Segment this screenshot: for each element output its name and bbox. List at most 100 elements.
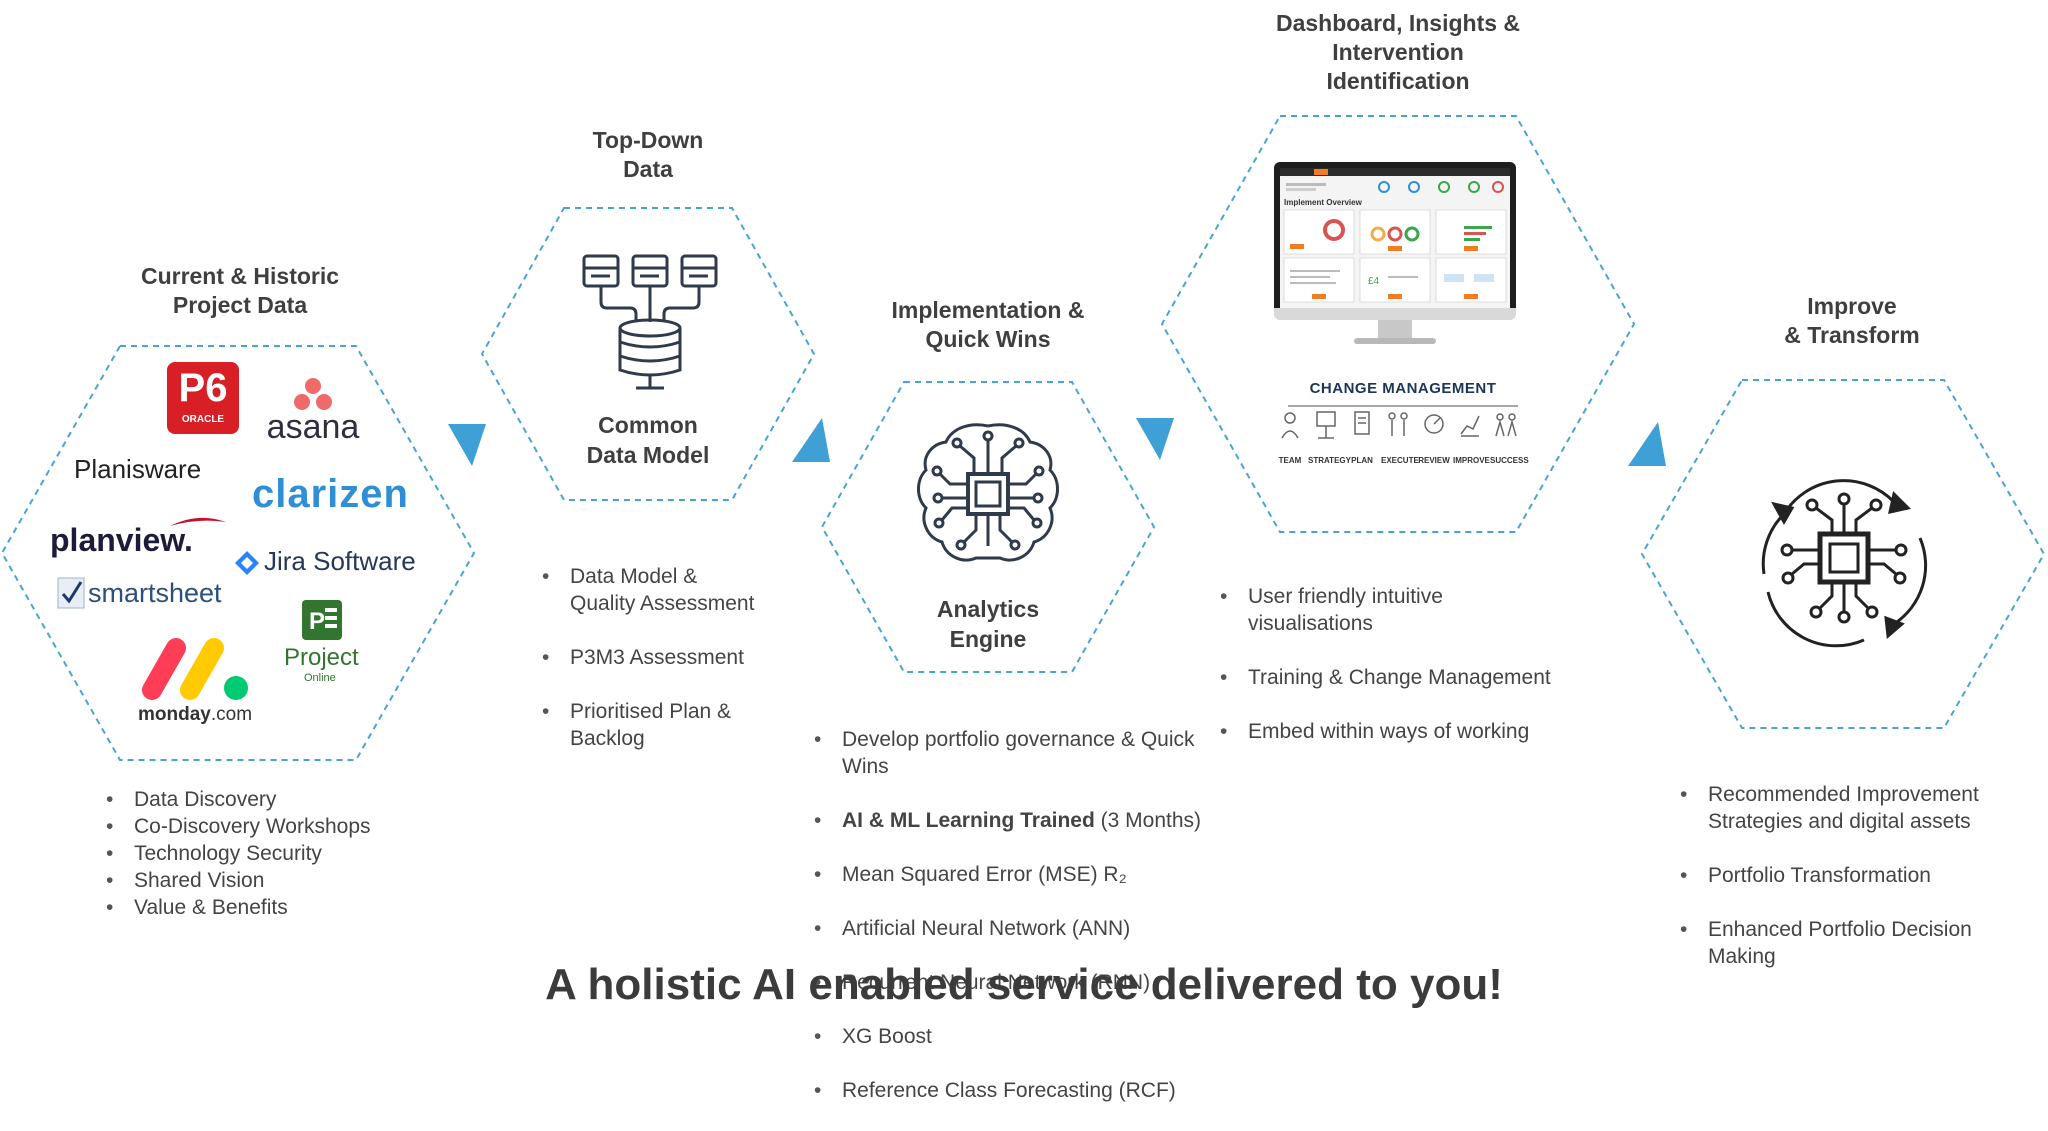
stage5-title: Improve & Transform xyxy=(1752,292,1952,350)
flow-arrow-2-icon xyxy=(792,418,830,462)
stage5-bullet: Portfolio Transformation xyxy=(1678,862,1979,889)
monitor-topbar-accent xyxy=(1314,169,1328,175)
change-step-label: TEAM xyxy=(1278,456,1302,465)
stage2-bullet: Prioritised Plan & Backlog xyxy=(540,698,754,752)
change-steps-icons xyxy=(1281,405,1518,439)
monitor-dashboard-panels-icon: £4 xyxy=(1283,209,1507,303)
jira-logo-text: Jira Software xyxy=(264,546,416,576)
smartsheet-logo-text: smartsheet xyxy=(88,578,222,608)
stage2-inner-line2: Data Model xyxy=(586,442,710,468)
stage4-title: Dashboard, Insights & Intervention Ident… xyxy=(1248,9,1548,96)
monitor-neck xyxy=(1378,320,1412,340)
change-step-label: STRATEGY xyxy=(1308,456,1351,465)
stage3-bullet: XG Boost xyxy=(812,1023,1201,1050)
stage4-bullet: User friendly intuitive visualisations xyxy=(1218,583,1551,637)
digital-transformation-chip-icon xyxy=(1761,479,1928,648)
stage1-hexagon: P6 ORACLE asana Planisware clarizen plan… xyxy=(0,344,476,762)
stage5-title-line1: Improve xyxy=(1807,293,1897,319)
stage3-hexagon-outline xyxy=(820,381,1156,673)
monitor-stats-row xyxy=(1284,180,1506,194)
stage1-bullet: Data Discovery xyxy=(104,786,371,813)
monitor-base xyxy=(1354,338,1436,344)
stage1-title-line1: Current & Historic xyxy=(140,263,340,289)
stage1-title-line2: Project Data xyxy=(172,292,308,318)
project-logo-text: Project xyxy=(284,644,359,671)
stage4-bullets: User friendly intuitive visualisations T… xyxy=(1218,556,1551,772)
stage5-bullet: Enhanced Portfolio Decision Making xyxy=(1678,916,1979,970)
monitor-topbar xyxy=(1280,168,1510,176)
monday-marks-icon xyxy=(142,638,248,700)
stage2-inner-line1: Common xyxy=(598,412,698,438)
stage5-title-line2: & Transform xyxy=(1784,322,1920,348)
monday-suffix: .com xyxy=(210,704,253,725)
stage4-bullet: Training & Change Management xyxy=(1218,664,1551,691)
stage4-title-line1: Dashboard, Insights & xyxy=(1275,10,1521,36)
stage4-hexagon: Implement Overview xyxy=(1160,114,1636,534)
stage3-bullet-bold-suffix: (3 Months) xyxy=(1094,809,1202,832)
planview-logo-text: planview. xyxy=(50,522,193,558)
stage4-title-line2: Intervention xyxy=(1332,39,1464,65)
headline: A holistic AI enabled service delivered … xyxy=(545,960,1503,1009)
stage2-hexagon: Common Data Model xyxy=(480,206,816,502)
flow-arrow-4-icon xyxy=(1628,422,1666,466)
p6-logo-text: P6 xyxy=(178,366,228,410)
jira-diamond-icon xyxy=(235,551,259,575)
planview-swoosh-icon xyxy=(170,517,226,526)
stage2-hexagon-outline xyxy=(480,207,816,501)
stage2-bullet: P3M3 Assessment xyxy=(540,644,754,671)
stage3-bullet: Mean Squared Error (MSE) R₂ xyxy=(812,861,1201,888)
stage5-bullet: Recommended Improvement Strategies and d… xyxy=(1678,781,1979,835)
monday-name: monday xyxy=(138,704,211,725)
asana-dots-icon xyxy=(294,378,332,410)
p6-oracle-logo: P6 ORACLE xyxy=(167,362,239,434)
asana-logo: asana xyxy=(258,374,368,446)
stage1-bullet: Shared Vision xyxy=(104,867,371,894)
stage3-bullet: Reference Class Forecasting (RCF) xyxy=(812,1077,1201,1104)
project-icon: P xyxy=(302,600,342,640)
smartsheet-logo: smartsheet xyxy=(56,576,256,616)
monitor-stat-gauges-icon xyxy=(1286,181,1504,193)
stage3-bullet: Recurrent Neural Network (RNN) xyxy=(812,969,1201,996)
stage3-title: Implementation & Quick Wins xyxy=(868,296,1108,354)
stage1-bullets: Data Discovery Co-Discovery Workshops Te… xyxy=(104,786,371,921)
asana-logo-text: asana xyxy=(266,408,360,446)
change-steps-labels: TEAM STRATEGY PLAN EXECUTE REVIEW IMPROV… xyxy=(1278,456,1529,470)
stage3-bullet: Artificial Neural Network (ANN) xyxy=(812,915,1201,942)
monitor-chin xyxy=(1274,308,1516,320)
monday-logo-text: monday.com xyxy=(138,704,252,726)
stage3-title-line1: Implementation & xyxy=(891,297,1085,323)
change-management-graphic: CHANGE MANAGEMENT TEAM STRATEGY PLAN EXE… xyxy=(1278,380,1529,476)
flow-arrow-3-icon xyxy=(1136,418,1174,460)
planview-logo: planview. xyxy=(50,512,230,562)
project-online-logo: P Project Online xyxy=(280,598,360,688)
dashboard-monitor: Implement Overview xyxy=(1274,162,1516,352)
monday-logo: monday.com xyxy=(136,634,266,734)
stage3-bullet: Develop portfolio governance & Quick Win… xyxy=(812,726,1201,780)
monitor-screen: Implement Overview xyxy=(1274,162,1516,314)
jira-logo: Jira Software xyxy=(234,544,434,580)
stage3-bullets: Develop portfolio governance & Quick Win… xyxy=(812,699,1201,1131)
monitor-display: Implement Overview xyxy=(1280,168,1510,308)
ai-brain-chip-icon xyxy=(917,423,1059,562)
stage1-bullet: Co-Discovery Workshops xyxy=(104,813,371,840)
change-step-label: IMPROVE xyxy=(1453,456,1490,465)
stage3-title-line2: Quick Wins xyxy=(925,326,1051,352)
stage3-bullet-bold-prefix: AI & ML Learning Trained xyxy=(842,809,1095,832)
stage2-bullet: Data Model & Quality Assessment xyxy=(540,563,754,617)
stage3-inner-line1: Analytics xyxy=(936,596,1040,622)
change-management-title: CHANGE MANAGEMENT xyxy=(1309,380,1497,397)
stage2-title: Top-Down Data xyxy=(548,126,748,184)
planisware-logo: Planisware xyxy=(74,454,202,484)
stage3-bullet-bold: AI & ML Learning Trained (3 Months) xyxy=(812,807,1201,834)
stage1-bullet: Value & Benefits xyxy=(104,894,371,921)
stage2-inner-label: Common Data Model xyxy=(548,410,748,470)
stage4-hexagon-outline xyxy=(1160,115,1636,533)
stage2-title-line1: Top-Down xyxy=(592,127,704,153)
stage2-bullets: Data Model & Quality Assessment P3M3 Ass… xyxy=(540,536,754,779)
stage1-hexagon-outline xyxy=(0,345,476,761)
svg-text:£4: £4 xyxy=(1368,276,1380,287)
stage2-title-line2: Data xyxy=(623,156,673,182)
oracle-logo-text: ORACLE xyxy=(181,414,225,425)
project-online-subtext: Online xyxy=(304,672,336,684)
monitor-heading: Implement Overview xyxy=(1284,198,1362,207)
